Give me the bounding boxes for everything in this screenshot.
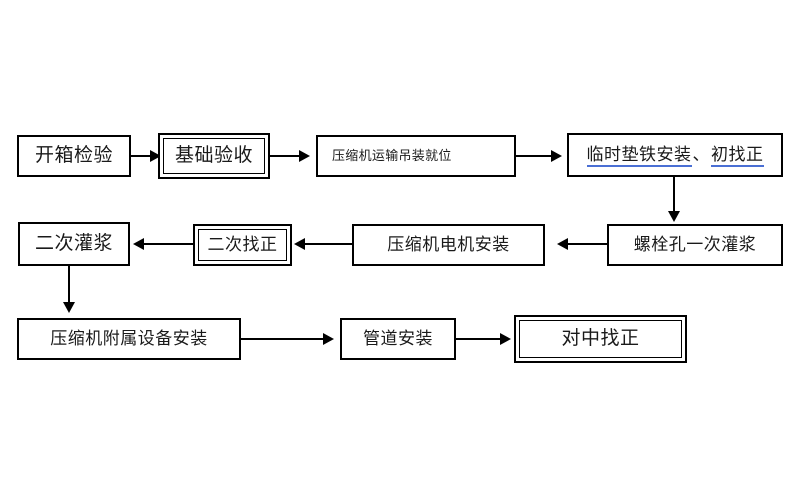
flow-node-jichu-yanshou[interactable]: 基础验收 xyxy=(158,133,270,179)
flow-node-label: 二次灌浆 xyxy=(34,232,113,254)
flow-node-yasuoji-dianji-anzhuang[interactable]: 压缩机电机安装 xyxy=(352,224,545,266)
arrowhead-n6-n5 xyxy=(133,238,144,250)
flow-node-duizhong-zhaozheng[interactable]: 对中找正 xyxy=(514,315,687,363)
flow-node-kaixiang-jianyan[interactable]: 开箱检验 xyxy=(17,135,131,177)
arrowhead-n3-n4 xyxy=(551,150,562,162)
arrowhead-n7-n6 xyxy=(294,238,305,250)
arrowhead-n8-n7 xyxy=(557,238,568,250)
flow-node-inner-frame: 基础验收 xyxy=(163,138,265,174)
connector-n8-n7 xyxy=(568,243,607,245)
arrowhead-n4-n8 xyxy=(668,211,680,222)
arrowhead-n10-n11 xyxy=(500,333,511,345)
connector-n3-n4 xyxy=(516,155,558,157)
flow-node-label: 压缩机运输吊装就位 xyxy=(332,147,452,163)
flow-node-label: 压缩机电机安装 xyxy=(387,234,510,254)
link-text-chuzhaozheng[interactable]: 初找正 xyxy=(711,144,764,167)
flow-node-label: 对中找正 xyxy=(561,327,640,349)
flow-node-label: 二次找正 xyxy=(207,234,278,254)
flow-node-label: 开箱检验 xyxy=(34,144,113,166)
flow-node-label: 压缩机附属设备安装 xyxy=(50,328,208,348)
flow-node-inner-frame: 二次找正 xyxy=(198,229,287,261)
text-separator: 、 xyxy=(692,144,710,164)
arrowhead-n9-n10 xyxy=(323,333,334,345)
connector-n2-n3 xyxy=(270,155,302,157)
flow-node-yunshu-diaozhuang[interactable]: 压缩机运输吊装就位 xyxy=(316,135,516,177)
flow-node-luoshuankong-yici-guanjiang[interactable]: 螺栓孔一次灌浆 xyxy=(607,224,783,266)
connector-n9-n10 xyxy=(241,338,325,340)
connector-n10-n11 xyxy=(456,338,506,340)
flow-node-erci-guanjiang[interactable]: 二次灌浆 xyxy=(18,222,130,266)
arrowhead-n2-n3 xyxy=(299,150,310,162)
flow-node-inner-frame: 对中找正 xyxy=(519,320,682,358)
flow-node-label: 螺栓孔一次灌浆 xyxy=(633,234,757,254)
connector-n7-n6 xyxy=(305,243,353,245)
flow-node-fushu-shebei-anzhuang[interactable]: 压缩机附属设备安装 xyxy=(17,318,241,360)
link-text-linshi-dietie-anzhuang[interactable]: 临时垫铁安装 xyxy=(586,144,692,167)
flow-node-linshi-dietie[interactable]: 临时垫铁安装、初找正 xyxy=(567,133,783,177)
connector-n1-n2 xyxy=(131,155,153,157)
flow-node-label: 管道安装 xyxy=(363,328,433,348)
flow-node-label: 基础验收 xyxy=(174,144,253,166)
arrowhead-n5-n9 xyxy=(63,302,75,313)
connector-n4-n8 xyxy=(673,177,675,215)
flow-node-guandao-anzhuang[interactable]: 管道安装 xyxy=(340,318,456,360)
connector-n5-n9 xyxy=(68,266,70,306)
flow-node-erci-zhaozheng[interactable]: 二次找正 xyxy=(193,224,292,266)
connector-n6-n5 xyxy=(144,243,194,245)
flow-node-label: 临时垫铁安装、初找正 xyxy=(586,144,764,167)
arrowhead-n1-n2 xyxy=(150,150,161,162)
